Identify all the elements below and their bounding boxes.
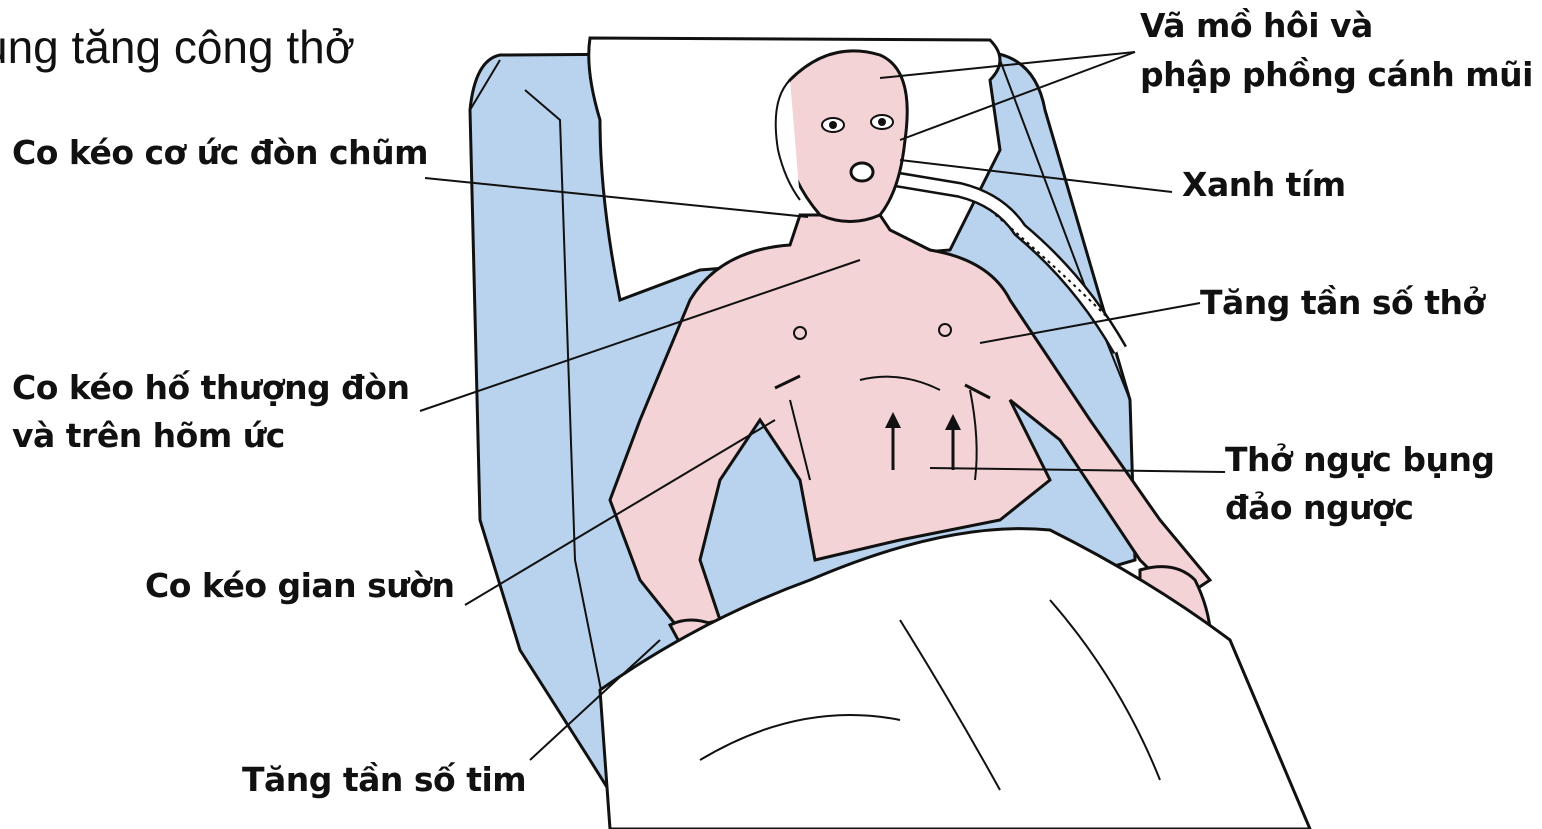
label-heart-rate: Tăng tần số tim [242,757,526,803]
label-resp-rate: Tăng tần số thở [1200,280,1485,326]
label-paradox-line1: Thở ngực bụng [1225,437,1495,483]
page-title: ụng tăng công thở [0,20,355,74]
label-paradox-line2: đảo ngược [1225,485,1413,531]
label-supraclav-line2: và trên hõm ức [12,413,285,459]
label-supraclav-line1: Co kéo hố thượng đòn [12,365,409,411]
label-intercostal: Co kéo gian sườn [145,563,454,609]
label-scm: Co kéo cơ ức đòn chũm [12,130,428,176]
label-sweat-line1: Vã mồ hôi và [1140,3,1373,49]
label-cyanosis: Xanh tím [1182,162,1346,208]
label-sweat-line2: phập phồng cánh mũi [1140,52,1533,98]
